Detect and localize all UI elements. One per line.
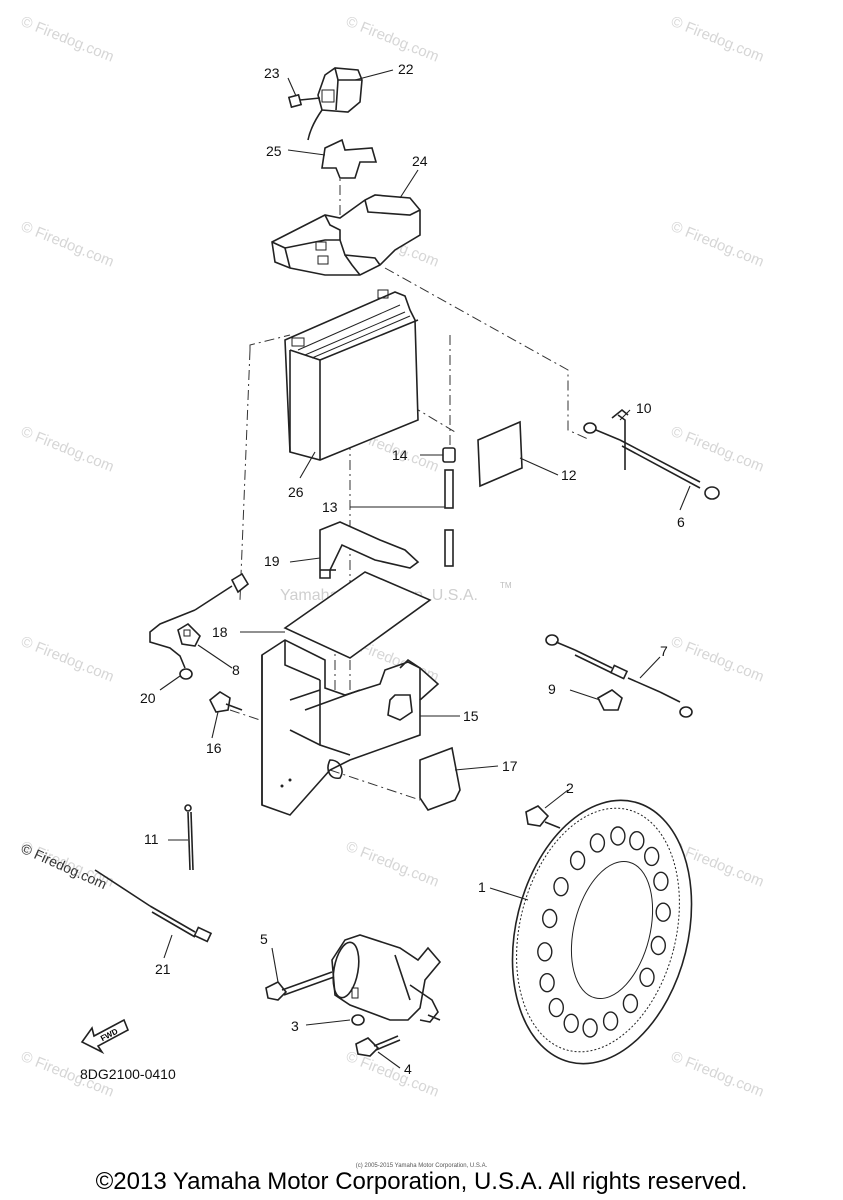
starter-lead-part bbox=[545, 634, 693, 718]
watermark-text: © Firedog.com bbox=[344, 1048, 442, 1101]
watermark-text: © Firedog.com bbox=[19, 218, 117, 271]
watermark-text: © Firedog.com bbox=[19, 633, 117, 686]
watermark-text: © Firedog.com bbox=[669, 13, 767, 66]
disc-hole bbox=[629, 831, 645, 851]
starter-relay-part bbox=[307, 67, 363, 141]
callout-23: 23 bbox=[264, 65, 280, 81]
callout-5: 5 bbox=[260, 931, 268, 947]
cable-band-part bbox=[184, 804, 194, 871]
small-print: (c) 2005-2015 Yamaha Motor Corporation, … bbox=[355, 1163, 488, 1169]
disc-hole bbox=[644, 846, 660, 867]
disc-hole bbox=[650, 935, 666, 956]
disc-hole bbox=[653, 871, 669, 891]
disc-hole bbox=[539, 973, 555, 993]
callout-20: 20 bbox=[140, 690, 156, 706]
callout-22: 22 bbox=[398, 61, 414, 77]
fwd-arrow-icon: FWD bbox=[80, 1018, 130, 1055]
callout-25: 25 bbox=[266, 143, 282, 159]
callout-3: 3 bbox=[291, 1018, 299, 1034]
disc-hole bbox=[548, 997, 564, 1018]
motor-bolt-upper-part bbox=[265, 971, 335, 1001]
callout-13: 13 bbox=[322, 499, 338, 515]
callout-11: 11 bbox=[144, 831, 159, 847]
watermark-text: © Firedog.com bbox=[19, 13, 117, 66]
disc-hole bbox=[563, 1013, 579, 1033]
callout-26: 26 bbox=[288, 484, 304, 500]
callout-numbers: 23 22 25 24 10 14 12 26 13 6 19 18 8 20 … bbox=[140, 61, 685, 1077]
watermark-text: © Firedog.com bbox=[669, 423, 767, 476]
terminal-boot-part bbox=[177, 622, 201, 647]
watermark-text: © Firedog.com bbox=[669, 633, 767, 686]
watermark-text: © Firedog.com bbox=[344, 13, 442, 66]
watermark-text: © Firedog.com bbox=[669, 1048, 767, 1101]
relay-holder-part bbox=[321, 138, 378, 179]
disc-hole bbox=[622, 993, 639, 1014]
callout-19: 19 bbox=[264, 553, 280, 569]
disc-hole bbox=[582, 1018, 598, 1038]
disc-hole bbox=[553, 877, 569, 897]
callout-10: 10 bbox=[636, 400, 652, 416]
callout-16: 16 bbox=[206, 740, 222, 756]
callout-21: 21 bbox=[155, 961, 171, 977]
callout-15: 15 bbox=[463, 708, 479, 724]
lead-wire-part bbox=[94, 869, 213, 943]
disc-hole bbox=[542, 908, 558, 929]
copyright-footer: ©2013 Yamaha Motor Corporation, U.S.A. A… bbox=[95, 1168, 748, 1195]
battery-label-part bbox=[477, 420, 523, 488]
box-cover-part bbox=[419, 746, 461, 811]
breather-pipe-part bbox=[444, 469, 454, 567]
box-bolt-part bbox=[208, 691, 243, 713]
callout-24: 24 bbox=[412, 153, 428, 169]
disc-bolt-part bbox=[525, 805, 561, 829]
drawing-code: 8DG2100-0410 bbox=[80, 1066, 176, 1082]
battery-box-part bbox=[261, 639, 440, 816]
callout-1: 1 bbox=[478, 879, 486, 895]
callout-4: 4 bbox=[404, 1061, 412, 1077]
tm-mark: TM bbox=[500, 581, 512, 590]
disc-hole bbox=[655, 902, 671, 922]
disc-hole bbox=[602, 1011, 619, 1031]
callout-12: 12 bbox=[561, 467, 577, 483]
disc-hole bbox=[639, 967, 655, 987]
lead-boot-part bbox=[596, 689, 623, 711]
callout-6: 6 bbox=[677, 514, 685, 530]
callout-8: 8 bbox=[232, 662, 240, 678]
callout-17: 17 bbox=[502, 758, 518, 774]
motor-bolt-lower-part bbox=[355, 1035, 401, 1057]
callout-18: 18 bbox=[212, 624, 228, 640]
disc-hole bbox=[610, 826, 626, 846]
watermark-text: © Firedog.com bbox=[669, 218, 767, 271]
watermark-text: © Firedog.com bbox=[344, 838, 442, 891]
battery-plate-part bbox=[283, 571, 432, 659]
leader-lines bbox=[159, 69, 691, 1069]
callout-14: 14 bbox=[392, 447, 408, 463]
callout-7: 7 bbox=[660, 643, 668, 659]
disc-hole bbox=[589, 833, 606, 853]
o-ring-part bbox=[351, 1014, 365, 1026]
battery-part bbox=[284, 289, 419, 461]
disc-hole bbox=[537, 942, 553, 962]
starter-motor-part bbox=[331, 934, 442, 1023]
relay-bolt-part bbox=[287, 93, 321, 109]
battery-cover-part bbox=[271, 194, 421, 276]
disc-hole bbox=[569, 850, 586, 871]
breather-cap-part bbox=[442, 447, 456, 463]
positive-lead-part bbox=[149, 572, 250, 680]
negative-lead-part bbox=[583, 422, 720, 500]
callout-9: 9 bbox=[548, 681, 556, 697]
battery-band-part bbox=[319, 521, 420, 579]
watermark-text: © Firedog.com bbox=[19, 423, 117, 476]
callout-2: 2 bbox=[566, 780, 574, 796]
starter-gear-part bbox=[511, 799, 693, 1065]
